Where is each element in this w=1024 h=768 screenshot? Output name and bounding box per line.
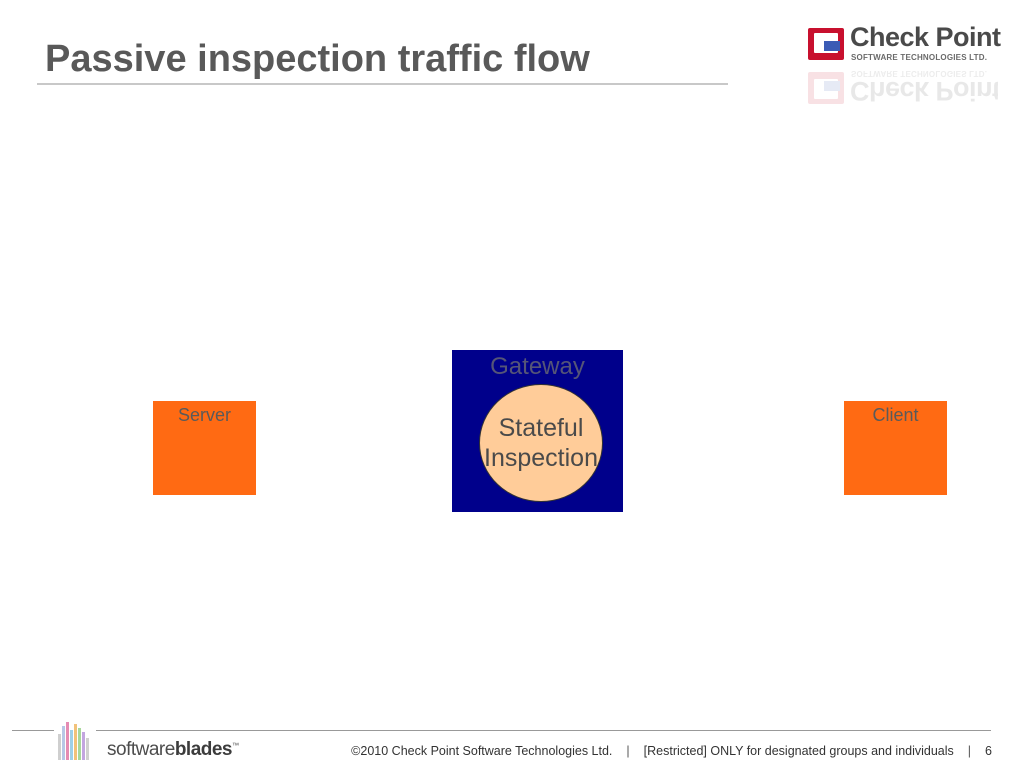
check-point-logo-icon [808,28,844,60]
client-node: Client [844,401,947,495]
footer-text: ©2010 Check Point Software Technologies … [351,744,992,758]
inspection-label-line2: Inspection [484,444,598,472]
server-label: Server [177,405,231,425]
slide-title: Passive inspection traffic flow [45,38,590,80]
title-divider [37,83,728,85]
gateway-node: Gateway Stateful Inspection [452,350,623,512]
page-number: 6 [985,744,992,758]
softwareblades-logo-icon [58,720,92,760]
inspection-label-line1: Stateful [498,414,584,442]
softwareblades-wordmark: softwareblades™ [107,739,239,760]
footer-divider-left [12,730,54,731]
footer-divider-right [96,730,991,731]
server-node: Server [153,401,256,495]
logo-name: Check Point [850,22,1001,52]
logo-tagline: SOFTWARE TECHNOLOGIES LTD. [851,53,988,62]
logo-reflection: Check Point SOFTWARE TECHNOLOGIES LTD. [808,66,998,106]
client-label: Client [872,405,919,425]
stateful-inspection-circle: Stateful Inspection [479,384,603,502]
footer-classification: [Restricted] ONLY for designated groups … [643,744,954,758]
footer-copyright: ©2010 Check Point Software Technologies … [351,744,613,758]
check-point-logo: Check Point SOFTWARE TECHNOLOGIES LTD. C… [808,22,1001,106]
gateway-label: Gateway [490,353,585,380]
